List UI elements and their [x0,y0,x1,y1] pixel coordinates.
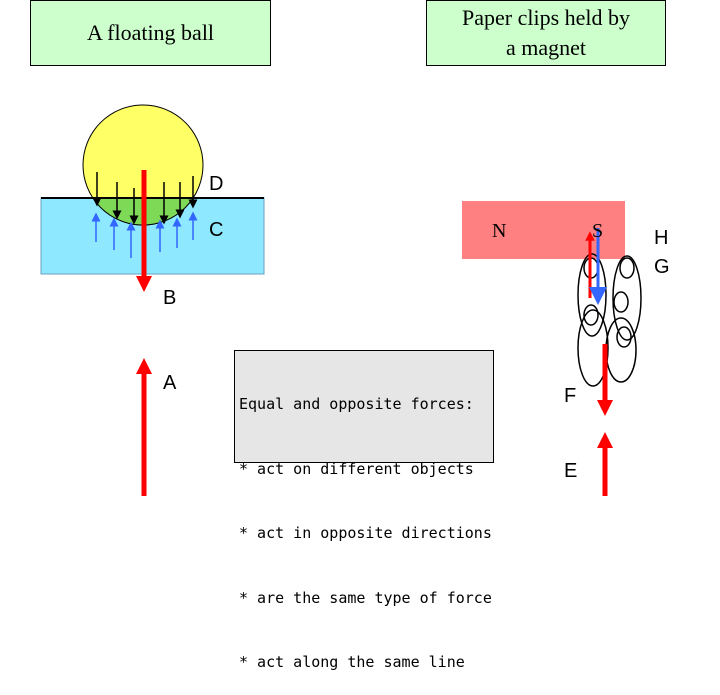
label-g: G [654,256,670,278]
paper-clip [616,326,632,348]
label-d: D [209,173,224,195]
note-line: * act on different objects [239,459,474,478]
title-paper-clips-text: Paper clips held by a magnet [461,5,631,60]
paper-clip [612,255,642,341]
magnet-north-pole: N [492,220,507,242]
paper-clip [613,291,629,313]
note-line: * act in opposite directions [239,524,492,542]
note-line: * act along the same line [239,653,465,671]
label-c: C [209,219,224,241]
label-f: F [564,385,577,407]
paper-clip [619,257,635,279]
forces-note: Equal and opposite forces: * act on diff… [234,350,494,671]
diagram-canvas [40,104,642,496]
paper-clip [583,304,599,326]
note-line: Equal and opposite forces: [239,395,474,413]
paper-clips [577,253,642,387]
label-a: A [163,372,177,394]
paper-clip [577,309,609,387]
title-floating-ball-text: A floating ball [86,20,215,45]
label-h: H [654,227,669,249]
note-line: * are the same type of force [239,588,492,607]
label-e: E [564,460,578,482]
title-paper-clips: Paper clips held by a magnet [426,0,666,66]
label-b: B [163,287,177,309]
magnet-south-pole: S [592,220,604,242]
title-floating-ball: A floating ball [30,0,271,66]
